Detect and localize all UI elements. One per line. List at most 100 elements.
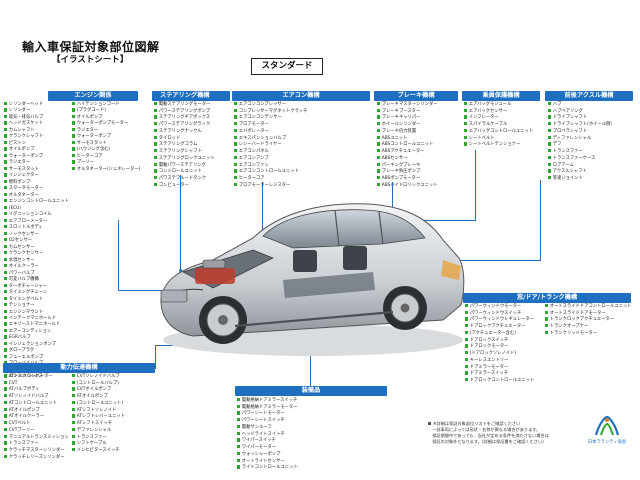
- list-item: エアコンアンプ: [234, 156, 307, 163]
- list-item: シリンダー: [4, 108, 69, 114]
- list-item: パワステフルードタンク: [154, 176, 215, 183]
- list-item: パワーウィンドウレギュレーター: [465, 317, 534, 324]
- list-item: エバポレーター: [234, 129, 307, 136]
- list-item: ブレーキキャリパー: [377, 115, 438, 122]
- axle-section-header: 前後アクスル機構: [545, 91, 633, 101]
- engine-section-header: エンジン関係: [48, 91, 138, 101]
- footnote-line: ※詳細は保証対象部位リストをご確認ください: [428, 421, 549, 427]
- list-item: カムシャフト: [4, 128, 69, 134]
- list-item: トランスファー: [4, 441, 69, 448]
- list-item: デファレンシャル: [72, 428, 125, 435]
- list-item: ピストン: [4, 141, 69, 147]
- list-item: パワーウィンドウモーター: [465, 304, 534, 311]
- leader-safety: [475, 150, 476, 220]
- list-item: ブレーキマスターシリンダー: [377, 102, 438, 109]
- list-item: デフ: [548, 142, 612, 149]
- list-item: ブロアモーターレジスター: [234, 183, 307, 190]
- leader-drivetrain: [155, 345, 156, 369]
- footnote-line: 保証の対象外となります。(詳細は保証書をご確認ください): [428, 439, 544, 444]
- axle-list: ハブハブベアリングドライブシャフトドライブシャフト(ホイール側)プロペラシャフト…: [548, 102, 612, 183]
- list-item: インジェクションポンプ: [4, 342, 69, 348]
- list-item: インジェクター: [4, 173, 69, 179]
- list-item: ブレーキブースター: [377, 109, 438, 116]
- brake-section-header: ブレーキ機構: [374, 91, 458, 101]
- list-item: ホイールシリンダー: [377, 122, 438, 129]
- list-item: コントロールユニット: [154, 169, 215, 176]
- list-item: インヒビタースイッチ: [72, 448, 125, 455]
- list-item: エアフローメーター: [4, 219, 69, 225]
- list-item: ヒーターコア: [72, 154, 140, 160]
- list-item: シートベルト: [464, 136, 533, 143]
- list-item: ロアアーム: [548, 163, 612, 170]
- list-item: ATシフトソレノイド: [72, 408, 125, 415]
- note-bullet: [428, 422, 431, 425]
- leader-equipment: [310, 345, 311, 387]
- list-item: パワーウィンドウスイッチ: [465, 311, 534, 318]
- list-item: オルタネーター(ジェネレーター): [72, 167, 141, 173]
- list-item: エアバッグセンサー: [464, 109, 533, 116]
- list-item: O2センサー: [4, 238, 69, 244]
- list-item: (コントロールバルブ): [72, 381, 125, 388]
- aircon-list: エアコンコンプレッサーコンプレッサーマグネットクラッチエアコンコンデンサーブロア…: [234, 102, 308, 190]
- list-item: ブレーキ負圧ポンプ: [377, 169, 438, 176]
- safety-section-header: 乗員保護機構: [462, 91, 540, 101]
- list-item: グロープラグ: [4, 348, 69, 354]
- list-item: 電動格納ドアミラースイッチ: [237, 398, 298, 405]
- list-item: CVT: [4, 381, 69, 388]
- list-item: ABSユニット: [377, 136, 438, 143]
- footnote-text: ※詳細は保証対象部位リストをご確認ください: [433, 421, 521, 426]
- brake-list: ブレーキマスターシリンダーブレーキブースターブレーキキャリパーホイールシリンダー…: [377, 102, 438, 190]
- door-list-col1: パワーウィンドウモーターパワーウィンドウスイッチパワーウィンドウレギュレータード…: [465, 304, 534, 385]
- logo: 日本ワランティ協会: [583, 415, 631, 453]
- list-item: (アクチュエーター含む): [465, 331, 534, 338]
- footnote-line: 保証期間中であっても、当社が定める条件を満たさない場合は: [428, 433, 549, 438]
- list-item: ターボチャージャー: [4, 284, 69, 290]
- list-item: ヒーターコア: [234, 176, 307, 183]
- list-item: マニュアルトランスミッション: [4, 435, 69, 442]
- list-item: トランスファーケース: [548, 156, 612, 163]
- list-item: ABSポンプモーター: [377, 176, 438, 183]
- list-item: ABSアクチュエーター: [377, 149, 438, 156]
- list-item: フューエルポンプ: [4, 355, 69, 361]
- list-item: プーリー: [72, 160, 140, 166]
- list-item: キーレスエントリー: [465, 358, 534, 365]
- list-item: タイミングベルト: [4, 297, 69, 303]
- list-item: CVTソレノイドバルブ: [72, 374, 125, 381]
- list-item: ハイテンションコード: [72, 102, 140, 108]
- list-item: エアコンコントロールユニット: [234, 169, 307, 176]
- list-item: ライトコントロールユニット: [237, 465, 298, 472]
- list-item: プロペラシャフト: [548, 129, 612, 136]
- list-item: (コントロールユニット): [72, 401, 125, 408]
- logo-mark-icon: [594, 415, 620, 436]
- list-item: 電動サンルーフ: [237, 425, 298, 432]
- list-item: ドアミラースイッチ: [465, 371, 534, 378]
- list-item: CVTオイルポンプ: [72, 387, 125, 394]
- list-item: パワーシートモーター: [237, 411, 298, 418]
- car-cutaway-illustration: [160, 203, 465, 356]
- list-item: ワイパーモーター: [237, 445, 298, 452]
- list-item: ステアリングナックル: [154, 129, 215, 136]
- leader-steering: [180, 175, 181, 270]
- list-item: トランクリッドモーター: [545, 331, 631, 338]
- list-item: ワイパースイッチ: [237, 438, 298, 445]
- list-item: オートスライドドアモーター: [545, 311, 631, 318]
- logo-text: 日本ワランティ協会: [587, 440, 627, 445]
- list-item: 吸気・排気バルブ: [4, 115, 69, 121]
- list-item: クラッチレリーズシリンダー: [4, 455, 69, 462]
- list-item: ヘッドライトスイッチ: [237, 432, 298, 439]
- page-subtitle: 【イラストシート】: [52, 55, 129, 65]
- footnote-block: ※詳細は保証対象部位リストをご確認ください 一部車両によっては形状・名称が異なる…: [428, 421, 549, 445]
- list-item: ABSセンサー: [377, 156, 438, 163]
- list-item: ウォーターポンプモーター: [72, 121, 140, 127]
- list-item: ハブ: [548, 102, 612, 109]
- grade-label: スタンダード: [251, 58, 323, 75]
- list-item: シリンダーヘッド: [4, 102, 69, 108]
- list-item: テンショナー: [4, 303, 69, 309]
- list-item: トランスファー: [72, 435, 125, 442]
- engine-list-col2: ハイテンションコード(プラグコード)オイルポンプウォーターポンプモーターラジエタ…: [72, 102, 141, 173]
- footnote-line: 一部車両によっては形状・名称が異なる場合があります。: [428, 427, 541, 432]
- safety-list: エアバッグモジュールエアバッグセンサーインフレータースパイラルケーブルエアバッグ…: [464, 102, 533, 149]
- list-item: 電動格納ドアミラーモーター: [237, 405, 298, 412]
